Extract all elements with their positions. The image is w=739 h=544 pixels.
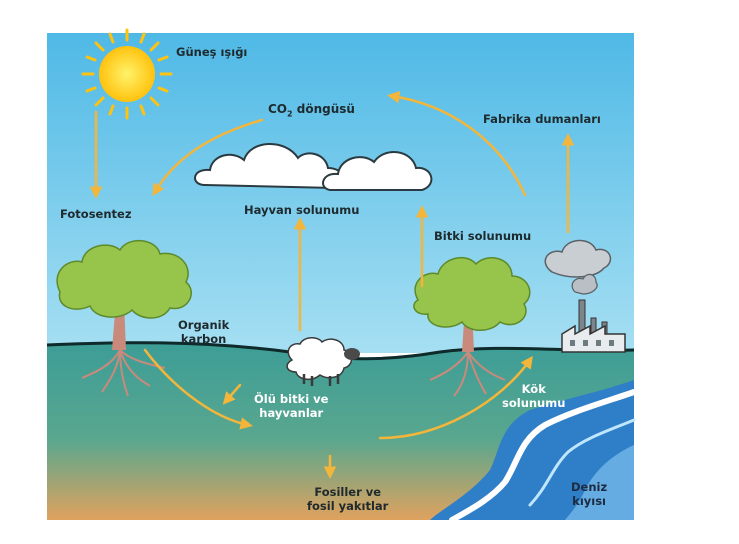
co2-suffix: döngüsü bbox=[296, 102, 355, 116]
organic-carbon-line2: karbon bbox=[180, 332, 227, 346]
organic-carbon-line1: Organik bbox=[178, 318, 230, 332]
dead-organisms-line2: hayvanlar bbox=[259, 406, 324, 420]
sea-wave bbox=[449, 389, 637, 523]
root-respiration-line1: Kök bbox=[521, 382, 546, 396]
co2-prefix: CO bbox=[268, 102, 288, 116]
root-respiration-line2: solunumu bbox=[502, 396, 566, 410]
cloud-icon bbox=[194, 143, 433, 191]
label-co2-cycle: CO2 döngüsü bbox=[268, 102, 355, 118]
factory-icon bbox=[544, 239, 626, 353]
tree-right-icon bbox=[413, 256, 531, 397]
arrow-dead-organisms bbox=[222, 383, 242, 405]
label-fossils: Fosiller ve fosil yakıtlar bbox=[307, 485, 388, 513]
fossils-line2: fosil yakıtlar bbox=[307, 499, 389, 513]
fossils-line1: Fosiller ve bbox=[314, 485, 382, 499]
label-animal-respiration: Hayvan solunumu bbox=[244, 203, 360, 217]
tree-left-icon bbox=[56, 240, 192, 397]
label-seashore: Deniz kıyısı bbox=[571, 480, 607, 508]
label-organic-carbon: Organik karbon bbox=[178, 318, 229, 346]
label-photosynthesis: Fotosentez bbox=[60, 207, 132, 221]
arrow-organic-carbon bbox=[143, 348, 253, 430]
sea-wave-2 bbox=[528, 418, 636, 507]
co2-subscript: 2 bbox=[287, 109, 293, 119]
dead-organisms-line1: Ölü bitki ve bbox=[254, 392, 329, 406]
label-sunlight: Güneş ışığı bbox=[176, 45, 248, 59]
label-factory-smoke: Fabrika dumanları bbox=[483, 112, 601, 126]
arrow-cycle-right bbox=[387, 90, 527, 197]
sea-light bbox=[565, 445, 634, 520]
seashore-line2: kıyısı bbox=[572, 494, 606, 508]
arrow-co2-to-photosynthesis bbox=[152, 118, 264, 197]
seashore-line1: Deniz bbox=[571, 480, 608, 494]
label-root-respiration: Kök solunumu bbox=[502, 382, 565, 410]
sea bbox=[430, 380, 634, 520]
label-plant-respiration: Bitki solunumu bbox=[434, 229, 532, 243]
sun-icon bbox=[81, 28, 173, 120]
sheep-icon bbox=[286, 337, 360, 386]
label-dead-organisms: Ölü bitki ve hayvanlar bbox=[254, 392, 328, 420]
arrow-root-respiration bbox=[378, 355, 533, 440]
